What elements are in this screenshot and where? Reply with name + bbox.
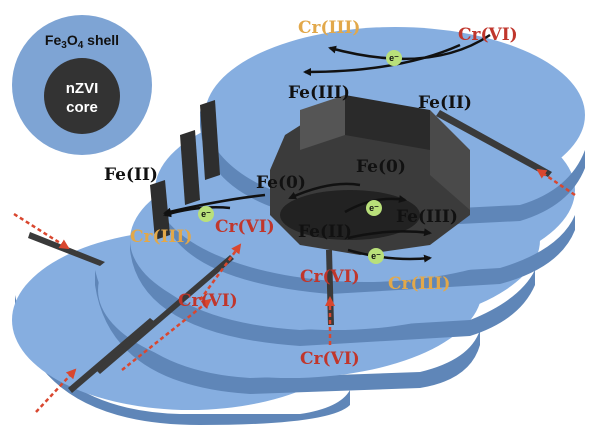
label-cr-iii-top: Cr(III) [298,18,360,38]
svg-text:e⁻: e⁻ [369,203,379,213]
svg-text:e⁻: e⁻ [371,251,381,261]
label-cr-vi-center: Cr(VI) [300,267,360,287]
core-circle [44,58,120,134]
electrons: e⁻ e⁻ e⁻ e⁻ [198,50,402,264]
inflow-arrow-right [536,168,576,197]
svg-text:e⁻: e⁻ [389,53,399,63]
arrow-crvi-to-criii-center [347,248,432,263]
label-cr-iii-right: Cr(III) [388,274,450,294]
disk-stack [12,27,585,425]
inflow-arrow-left-mid [121,298,212,371]
label-fe-0-right: Fe(0) [356,157,406,177]
inflow-arrow-left-top [13,212,70,250]
arrow-fe0-left-to-feii [163,193,266,216]
shell-label: Fe3O4 shell [45,32,119,51]
core-shell-inset: Fe3O4 shell nZVI core [12,15,152,155]
species-labels: Cr(III) Cr(VI) Fe(III) Fe(II) Fe(0) Fe(0… [104,18,518,369]
label-cr-vi-bottom: Cr(VI) [300,349,360,369]
label-fe-iii-top: Fe(III) [288,83,350,103]
label-fe-iii-right: Fe(III) [396,207,458,227]
label-fe-ii-top: Fe(II) [418,93,472,113]
electron-left: e⁻ [198,206,214,222]
arrow-feii-to-feiii-lower [347,228,432,240]
label-cr-vi-top: Cr(VI) [458,25,518,45]
electron-center: e⁻ [366,200,382,216]
label-cr-iii-left: Cr(III) [130,227,192,247]
inflow-arrow-left-bottom [35,368,77,413]
crack-lines [28,110,552,393]
label-fe-ii-center: Fe(II) [298,222,352,242]
inflow-arrow-left-upper [198,243,242,301]
label-fe-ii-left: Fe(II) [104,165,158,185]
arrow-crvi-to-criii-left [163,206,231,218]
svg-text:e⁻: e⁻ [201,209,211,219]
cutaway-cavity [150,95,470,255]
core-label-line2: core [66,99,98,116]
label-cr-vi-left: Cr(VI) [215,217,275,237]
label-fe-0-left: Fe(0) [256,173,306,193]
electron-top: e⁻ [386,50,402,66]
core-label-line1: nZVI [66,80,99,97]
arrow-fe0-right-to-feii [288,182,361,200]
crvi-inflow-arrows [13,168,576,413]
electron-lower: e⁻ [368,248,384,264]
label-cr-vi-mid: Cr(VI) [178,291,238,311]
